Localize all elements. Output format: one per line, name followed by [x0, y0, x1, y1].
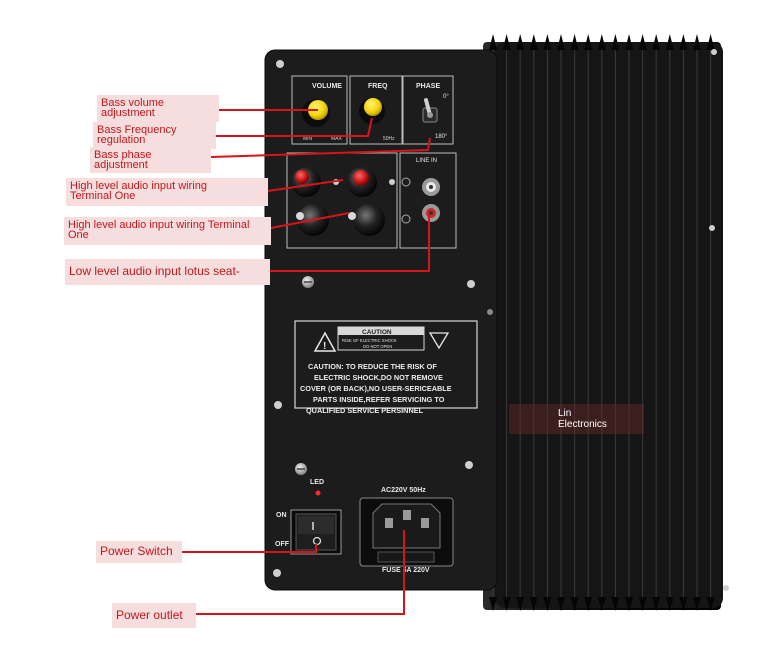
caution-sub-1: RISK OF ELECTRIC SHOCK: [342, 338, 397, 343]
callout-high-level-one-line-2: Terminal One: [70, 190, 136, 202]
callout-power-outlet: Power outlet: [112, 603, 196, 628]
callout-high-level-two: High level audio input wiring Terminal O…: [64, 217, 271, 245]
callout-bass-volume-line-2: adjustment: [101, 107, 155, 119]
fin-top: [543, 34, 552, 50]
caution-line-4: PARTS INSIDE,REFER SERVICING TO: [313, 395, 445, 404]
freq-label: FREQ: [368, 83, 388, 90]
fin-bottom: [584, 597, 593, 611]
fin-top: [706, 34, 715, 50]
fin-top: [679, 34, 688, 50]
phase-label: PHASE: [416, 83, 440, 90]
phase-toggle-switch[interactable]: [422, 98, 438, 123]
fin-top: [652, 34, 661, 50]
power-outlet[interactable]: [359, 497, 454, 567]
callout-bass-phase-line-2: adjustment: [94, 159, 148, 171]
fin-bottom: [706, 597, 715, 611]
fin-bottom: [597, 597, 606, 611]
caution-text: CAUTION: TO REDUCE THE RISK OF ELECTRIC …: [300, 362, 452, 415]
fin-bottom: [543, 597, 552, 611]
right-channel-mark: [401, 214, 411, 224]
panel-screws: [273, 49, 729, 591]
switch-on-label: ON: [276, 512, 287, 519]
volume-knob[interactable]: [302, 99, 330, 127]
fin-bottom: [638, 597, 647, 611]
caution-line-1: CAUTION: TO REDUCE THE RISK OF: [308, 362, 437, 371]
callout-high-level-two-line-2: One: [68, 229, 89, 241]
callout-bass-frequency: Bass Frequency regulation: [93, 122, 216, 149]
phase-bottom-label: 180°: [435, 134, 448, 140]
ac-rating-label: AC220V 50Hz: [381, 487, 426, 494]
caution-line-5: QUALIFIED SERVICE PERSINNEL: [306, 406, 424, 415]
fin-bottom: [652, 597, 661, 611]
fin-top: [625, 34, 633, 50]
watermark-line-2: Electronics: [558, 419, 607, 430]
fin-top: [638, 34, 647, 50]
fin-top: [529, 34, 538, 50]
callout-high-level-one-line-1: High level audio input wiring: [70, 180, 207, 192]
callout-high-level-one: High level audio input wiring Terminal O…: [66, 178, 268, 206]
phase-top-label: 0°: [443, 94, 449, 100]
fin-bottom: [502, 597, 511, 611]
watermark-box: [509, 404, 644, 434]
fin-top: [665, 34, 674, 50]
power-switch[interactable]: [290, 509, 342, 555]
fin-bottom: [625, 597, 633, 611]
caution-line-2: ELECTRIC SHOCK,DO NOT REMOVE: [314, 373, 443, 382]
fin-bottom: [557, 597, 565, 611]
callout-low-level: Low level audio input lotus seat-: [65, 259, 270, 285]
callout-bass-frequency-line-1: Bass Frequency: [97, 124, 177, 136]
volume-max-label: MAX: [331, 136, 343, 142]
fin-top: [489, 34, 497, 50]
fin-top: [557, 34, 565, 50]
volume-min-label: MIN: [303, 136, 313, 142]
callout-power-switch: Power Switch: [96, 541, 182, 563]
switch-off-label: OFF: [275, 541, 290, 548]
fin-bottom: [679, 597, 688, 611]
caution-header: CAUTION: [362, 329, 392, 336]
fin-bottom: [516, 597, 525, 611]
left-channel-mark: [401, 177, 411, 187]
volume-label: VOLUME: [312, 83, 342, 90]
callout-bass-frequency-line-2: regulation: [97, 134, 146, 146]
heatsink-fins: [489, 34, 715, 611]
callout-bass-volume-line-1: Bass volume: [101, 97, 164, 109]
heatsink: [483, 42, 723, 610]
callout-bass-phase-line-1: Bass phase: [94, 149, 152, 161]
fin-bottom: [570, 597, 579, 611]
line-in-label: LINE IN: [416, 158, 437, 164]
led-indicator: [315, 490, 321, 496]
freq-knob[interactable]: [359, 98, 385, 124]
fin-top: [516, 34, 525, 50]
fin-top: [597, 34, 606, 50]
fin-bottom: [693, 597, 701, 611]
fuse-rating-label: FUSE 5A 220V: [382, 567, 430, 574]
watermark-line-1: Lin: [558, 408, 572, 419]
fin-bottom: [529, 597, 538, 611]
fin-top: [611, 34, 620, 50]
caution-label: !: [294, 320, 478, 409]
fin-top: [502, 34, 511, 50]
fin-top: [693, 34, 701, 50]
callout-high-level-two-line-1: High level audio input wiring Terminal: [68, 219, 250, 231]
fin-bottom: [665, 597, 674, 611]
caution-line-3: COVER (OR BACK),NO USER-SERICEABLE: [300, 384, 452, 393]
callout-bass-volume: Bass volume adjustment: [97, 95, 219, 122]
led-label: LED: [310, 479, 324, 486]
fin-top: [584, 34, 593, 50]
leader-lines: [182, 109, 431, 615]
freq-low-label: 50Hz: [383, 136, 395, 142]
fin-bottom: [611, 597, 620, 611]
fin-top: [570, 34, 579, 50]
svg-text:!: !: [323, 341, 326, 352]
caution-sub-2: DO NOT OPEN: [363, 344, 392, 349]
callout-bass-phase: Bass phase adjustment: [90, 147, 211, 173]
fin-bottom: [489, 597, 497, 611]
